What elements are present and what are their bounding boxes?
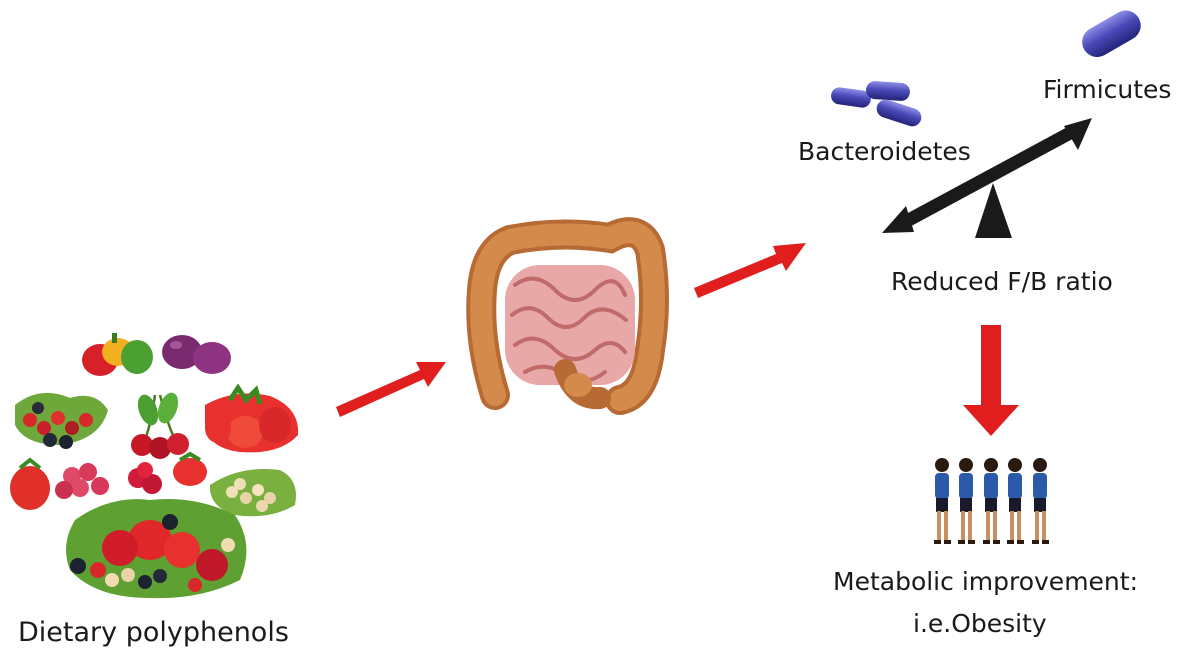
arrow-to-bacteria	[694, 243, 806, 298]
label-obesity: i.e.Obesity	[913, 609, 1047, 638]
intestine-icon	[466, 217, 669, 415]
seesaw-icon	[882, 118, 1092, 238]
label-bacteroidetes: Bacteroidetes	[798, 137, 971, 166]
label-reduced-fb-ratio: Reduced F/B ratio	[891, 267, 1113, 296]
people-icon	[934, 458, 1049, 544]
arrow-to-outcome	[963, 325, 1019, 436]
fruit-pile-icon	[10, 333, 299, 599]
bacteria-icon	[831, 10, 1141, 127]
label-firmicutes: Firmicutes	[1043, 75, 1171, 104]
label-metabolic-improvement: Metabolic improvement:	[833, 567, 1138, 596]
label-dietary-polyphenols: Dietary polyphenols	[18, 617, 289, 648]
arrow-to-intestine	[336, 362, 446, 417]
